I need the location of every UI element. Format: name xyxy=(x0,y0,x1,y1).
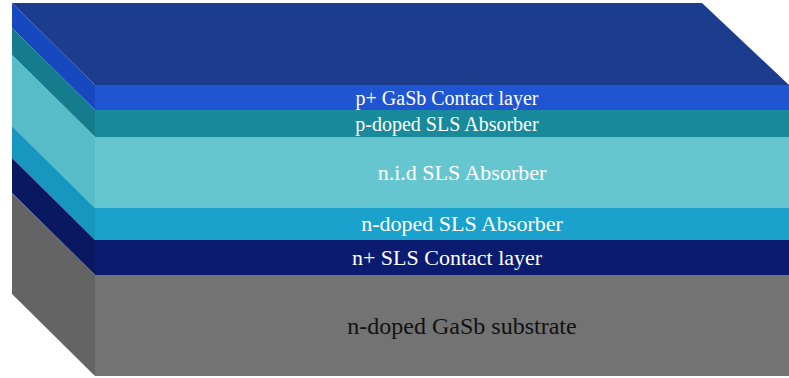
layer-label: n-doped GaSb substrate xyxy=(347,314,576,338)
layer-label: n.i.d SLS Absorber xyxy=(378,162,547,184)
layer-band: n-doped SLS Absorber xyxy=(95,208,789,240)
layer-band: p-doped SLS Absorber xyxy=(95,110,789,137)
layer-band: n.i.d SLS Absorber xyxy=(95,137,789,208)
side-face xyxy=(12,193,95,376)
layer-band: p+ GaSb Contact layer xyxy=(95,85,789,110)
layer-label: p+ GaSb Contact layer xyxy=(356,88,539,108)
layer-label: n-doped SLS Absorber xyxy=(361,213,563,235)
top-face xyxy=(12,3,789,85)
layer-band: n-doped GaSb substrate xyxy=(95,275,789,376)
layer-label: n+ SLS Contact layer xyxy=(352,247,542,269)
layer-label: p-doped SLS Absorber xyxy=(355,114,538,134)
layer-band: n+ SLS Contact layer xyxy=(95,240,789,275)
